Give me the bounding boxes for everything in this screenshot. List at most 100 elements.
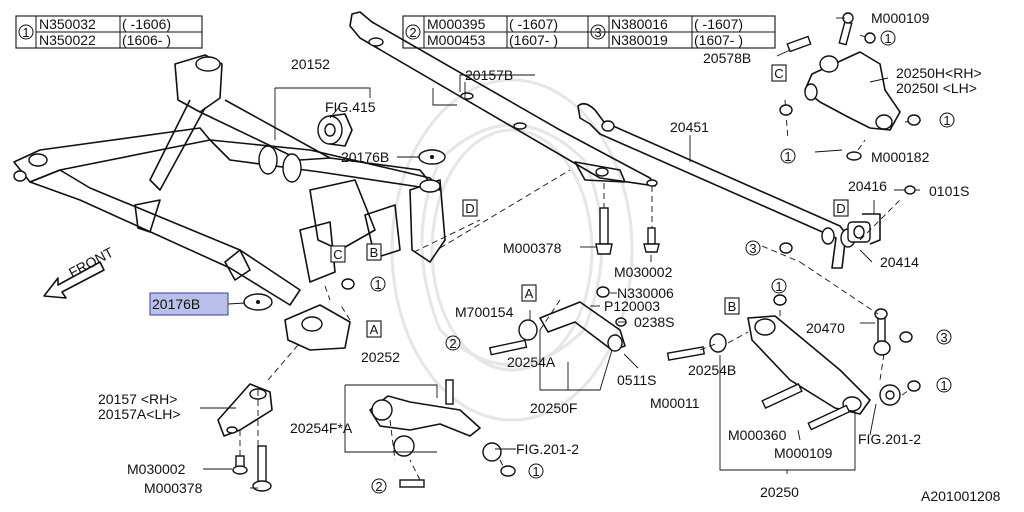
label-20254a: 20254A [507,354,556,370]
part-20414-bushing [847,213,881,245]
svg-text:C: C [774,66,783,81]
part-20252-arm [369,379,502,462]
svg-text:A: A [370,322,379,337]
label-20152: 20152 [291,56,330,72]
callout-3-stabilizer: 3 [745,240,761,256]
svg-text:B: B [370,245,379,260]
label-20250h: 20250H<RH> [896,65,982,81]
svg-text:1: 1 [884,31,891,46]
svg-text:1: 1 [532,464,539,479]
ref-box-d-mid: D [462,199,478,217]
legend-1-number: 1 [22,25,29,40]
legend-2-number: 2 [409,25,416,40]
part-20250-lower-arm [747,315,871,415]
label-20157: 20157 <RH> [98,391,177,407]
legend-2-part-a: M000395 [427,16,486,32]
label-0511s: 0511S [617,372,656,388]
callout-2-bottom: 2 [371,478,387,494]
bolt-m000360 [761,382,803,410]
label-m030002-mid: M030002 [614,264,673,280]
bolt-m000109-bot [807,404,851,431]
label-20470: 20470 [806,320,845,336]
label-20176b-left[interactable]: 20176B [152,296,200,312]
label-m000378-bot: M000378 [144,480,203,496]
ref-box-a-link: A [521,284,537,302]
bushing-fig415 [317,113,353,147]
part-20157-bracket [217,383,273,437]
svg-text:C: C [333,247,342,262]
part-20250h-upper-arm [804,51,901,131]
label-m000360: M000360 [728,427,787,443]
svg-text:A: A [525,286,534,301]
front-label: FRONT [66,244,116,281]
bolt-m030002-mid [643,227,660,253]
highlight-20176b[interactable] [149,292,229,316]
legend-3-part-b: N380019 [611,32,668,48]
svg-text:2: 2 [449,336,456,351]
bolt-m000378-bot [252,445,272,492]
legend-3-number: 3 [594,25,601,40]
ref-boxes: D C B A A B C D [330,64,849,338]
label-20176b-top: 20176B [341,149,389,165]
part-20157b-support [349,11,658,187]
part-20470-link [873,308,891,356]
part-20451-stabilizer [577,102,856,269]
legend-2-part-b: M000453 [427,32,486,48]
label-fig2012-right: FIG.201-2 [858,431,921,447]
svg-text:1: 1 [940,378,947,393]
ref-box-b-arm: B [724,297,740,315]
label-m700154: M700154 [455,304,514,320]
nut-n330006 [596,286,610,298]
part-labels: 20152 FIG.415 20176B 20176B 20157B 20451… [98,10,1001,504]
label-n330006: N330006 [617,285,674,301]
label-20578b: 20578B [703,50,751,66]
svg-text:D: D [836,201,845,216]
front-arrow-icon [43,261,105,299]
label-m000109-bot: M000109 [774,445,833,461]
callout-2-arm: 2 [445,335,461,351]
legend-3-range-b: (1607- ) [694,32,743,48]
bolt-m000109-top [838,12,854,46]
label-20157b: 20157B [465,67,513,83]
bolt-2-bottom [399,479,425,488]
label-20250f: 20250F [530,400,577,416]
callout-1-m000109: 1 [880,30,896,46]
legend-1-range-b: (1606- ) [122,32,171,48]
bolt-m000378-mid [595,207,613,255]
svg-text:1: 1 [784,149,791,164]
svg-text:B: B [728,299,737,314]
legend-group-1: 1 N350032 ( -1606) N350022 (1606- ) [15,15,203,49]
ref-box-c-arm: C [771,64,787,82]
label-0238s: 0238S [634,314,674,330]
legend-1-part-b: N350022 [39,32,96,48]
subframe-drawing [13,54,446,351]
svg-text:1: 1 [374,277,381,292]
label-m00011: M00011 [650,395,700,411]
callout-1-lower-arm-right: 1 [936,377,952,393]
dashed-lines [239,34,926,481]
callout-1-fig2012: 1 [528,463,544,479]
bushing-fig2012-right [879,384,901,406]
legend-3-part-a: N380016 [611,16,668,32]
bolt-20578b [786,35,812,53]
svg-text:1: 1 [775,279,782,294]
bolt-m00011 [666,346,706,361]
label-20254f: 20254F*A [290,420,353,436]
part-20250f-link [488,301,626,356]
label-20252: 20252 [361,349,400,365]
callout-1-lower-arm-top: 1 [771,278,787,294]
legend-2-range-b: (1607- ) [509,32,558,48]
label-20250i: 20250I <LH> [896,80,977,96]
svg-text:1: 1 [943,113,950,128]
label-fig2012-left: FIG.201-2 [516,441,579,457]
label-20254b: 20254B [688,362,736,378]
label-20250: 20250 [760,484,799,500]
callout-circles: 1 1 1 3 1 1 3 2 [341,30,955,494]
callout-1-arm-bottom: 1 [780,148,796,164]
label-m000378-mid: M000378 [503,240,562,256]
label-m000109-top: M000109 [871,10,930,26]
label-20157a: 20157A<LH> [98,406,181,422]
ref-box-a-mid: A [366,320,382,338]
label-0101s: 0101S [929,183,969,199]
